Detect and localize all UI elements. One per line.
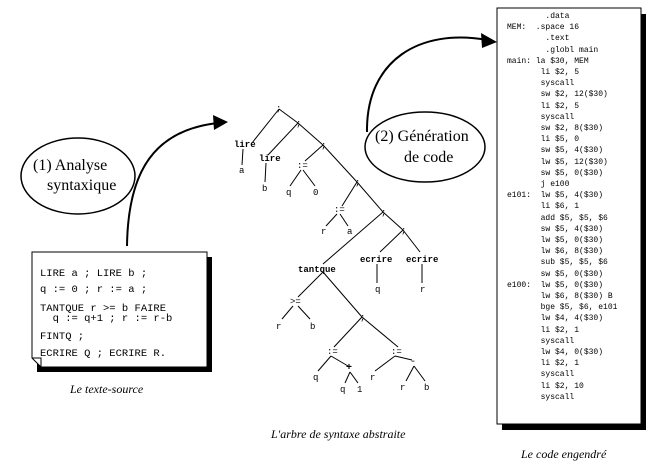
tree-minus: -	[410, 357, 416, 368]
tree-seq-2: ;	[296, 119, 301, 129]
code-line: syscall	[507, 336, 575, 346]
source-line: q := 0 ; r := a ;	[40, 284, 148, 296]
source-line: q := q+1 ; r := r-b	[40, 313, 173, 325]
code-line: sw $2, 8($30)	[507, 124, 604, 133]
code-line: syscall	[507, 112, 575, 122]
analysis-bubble	[20, 137, 136, 215]
code-line: MEM: .space 16	[507, 23, 580, 33]
code-line: syscall	[507, 392, 575, 402]
source-caption: Le texte-source	[70, 382, 144, 396]
code-line: sw $5, 4($30)	[507, 224, 604, 234]
tree-tantque: tantque	[298, 265, 336, 275]
code-line: li $2, 1	[507, 359, 580, 369]
code-line: sub $5, $5, $6	[507, 258, 608, 268]
code-line: .data	[507, 12, 570, 21]
code-line: bge $5, $6, e101	[507, 303, 618, 313]
code-line: main: la $30, MEM	[507, 56, 589, 66]
code-line: lw $5, 0($30)	[507, 236, 604, 245]
tree-caption: L'arbre de syntaxe abstraite	[271, 427, 406, 441]
generation-bubble-line2: de code	[404, 149, 454, 166]
tree-assign-ra: :=	[334, 205, 345, 215]
tree-leaf-b-2: b	[310, 322, 315, 332]
code-caption: Le code engendré	[521, 447, 607, 461]
code-line: li $2, 5	[507, 101, 580, 111]
code-line: .text	[507, 34, 570, 44]
code-line: lw $6, 8($30)	[507, 247, 604, 257]
tree-assign-q: :=	[327, 347, 338, 357]
code-line: sw $2, 12($30)	[507, 90, 608, 100]
code-line: add $5, $5, $6	[507, 213, 608, 223]
code-line: lw $6, 8($30) B	[507, 292, 613, 301]
arrow-tree-to-code-head	[481, 33, 497, 48]
tree-leaf-a-1: a	[239, 166, 245, 176]
code-line: e101: lw $5, 4($30)	[507, 191, 604, 201]
tree-seq-3: ;	[321, 141, 326, 151]
generation-bubble-line1: (2) Génération	[375, 128, 469, 145]
code-line: syscall	[507, 79, 575, 89]
analysis-bubble-line1: (1) Analyse	[33, 157, 108, 174]
code-line: .globl main	[507, 45, 599, 55]
tree-lire-b: lire	[259, 154, 281, 164]
arrow-tree-to-code	[365, 36, 488, 133]
tree-leaf-q-3: q	[313, 373, 318, 383]
tree-leaf-r-5: r	[400, 383, 405, 393]
tree-leaf-r-3: r	[276, 322, 281, 332]
code-line: sw $5, 4($30)	[507, 146, 604, 156]
code-document-frame	[496, 7, 646, 430]
tree-leaf-one: 1	[357, 385, 362, 395]
tree-seq-1: ;	[276, 104, 281, 114]
tree-leaf-r-2: r	[420, 285, 425, 295]
tree-seq-7: ;	[360, 313, 365, 323]
source-document-frame	[31, 251, 212, 372]
arrow-source-to-tree-head	[213, 115, 228, 130]
tree-lire-a: lire	[234, 140, 256, 150]
tree-ecrire-q: ecrire	[360, 255, 392, 265]
source-line: TANTQUE r >= b FAIRE	[40, 303, 167, 315]
analysis-bubble-line2: syntaxique	[47, 177, 117, 194]
tree-ge: >=	[290, 297, 301, 307]
tree-seq-5: ;	[381, 208, 386, 218]
code-line: lw $4, 0($30)	[507, 348, 604, 357]
code-line: syscall	[507, 370, 575, 380]
code-line: j e100	[507, 180, 570, 189]
tree-leaf-a-2: a	[347, 227, 353, 237]
tree-edges	[241, 108, 426, 384]
code-line: li $5, 0	[507, 135, 580, 145]
tree-leaf-r-1: r	[321, 227, 326, 237]
code-line: lw $5, 12($30)	[507, 157, 608, 167]
code-line: li $6, 1	[507, 202, 580, 212]
arrow-source-to-tree	[126, 122, 219, 247]
tree-assign-q0: :=	[297, 161, 308, 171]
tree-assign-r: :=	[391, 347, 402, 357]
generation-bubble	[364, 111, 486, 183]
tree-nodes: ; lire ; a lire ; b := q 0 ; := r a ; ; …	[234, 104, 438, 395]
tree-seq-6: ;	[401, 226, 406, 236]
tree-seq-4: ;	[355, 178, 360, 188]
source-line: ECRIRE Q ; ECRIRE R.	[40, 348, 167, 360]
code-line: li $2, 5	[507, 68, 580, 77]
tree-leaf-q-4: q	[340, 385, 345, 395]
tree-ecrire-r: ecrire	[406, 255, 438, 265]
tree-leaf-q-1: q	[286, 188, 291, 198]
code-line: e100: lw $5, 0($30)	[507, 280, 604, 290]
source-line: LIRE a ; LIRE b ;	[40, 268, 148, 280]
tree-leaf-q-2: q	[375, 285, 380, 295]
tree-leaf-r-4: r	[370, 373, 375, 383]
code-line: li $2, 10	[507, 381, 584, 391]
tree-plus: +	[346, 363, 352, 374]
code-line: sw $5, 0($30)	[507, 269, 604, 279]
tree-leaf-b-1: b	[262, 184, 267, 194]
code-line: li $2, 1	[507, 325, 580, 335]
code-line: lw $4, 4($30)	[507, 314, 604, 324]
code-line: sw $5, 0($30)	[507, 168, 604, 178]
tree-leaf-zero: 0	[313, 188, 318, 198]
source-line: FINTQ ;	[40, 331, 85, 343]
tree-leaf-b-3: b	[424, 383, 429, 393]
